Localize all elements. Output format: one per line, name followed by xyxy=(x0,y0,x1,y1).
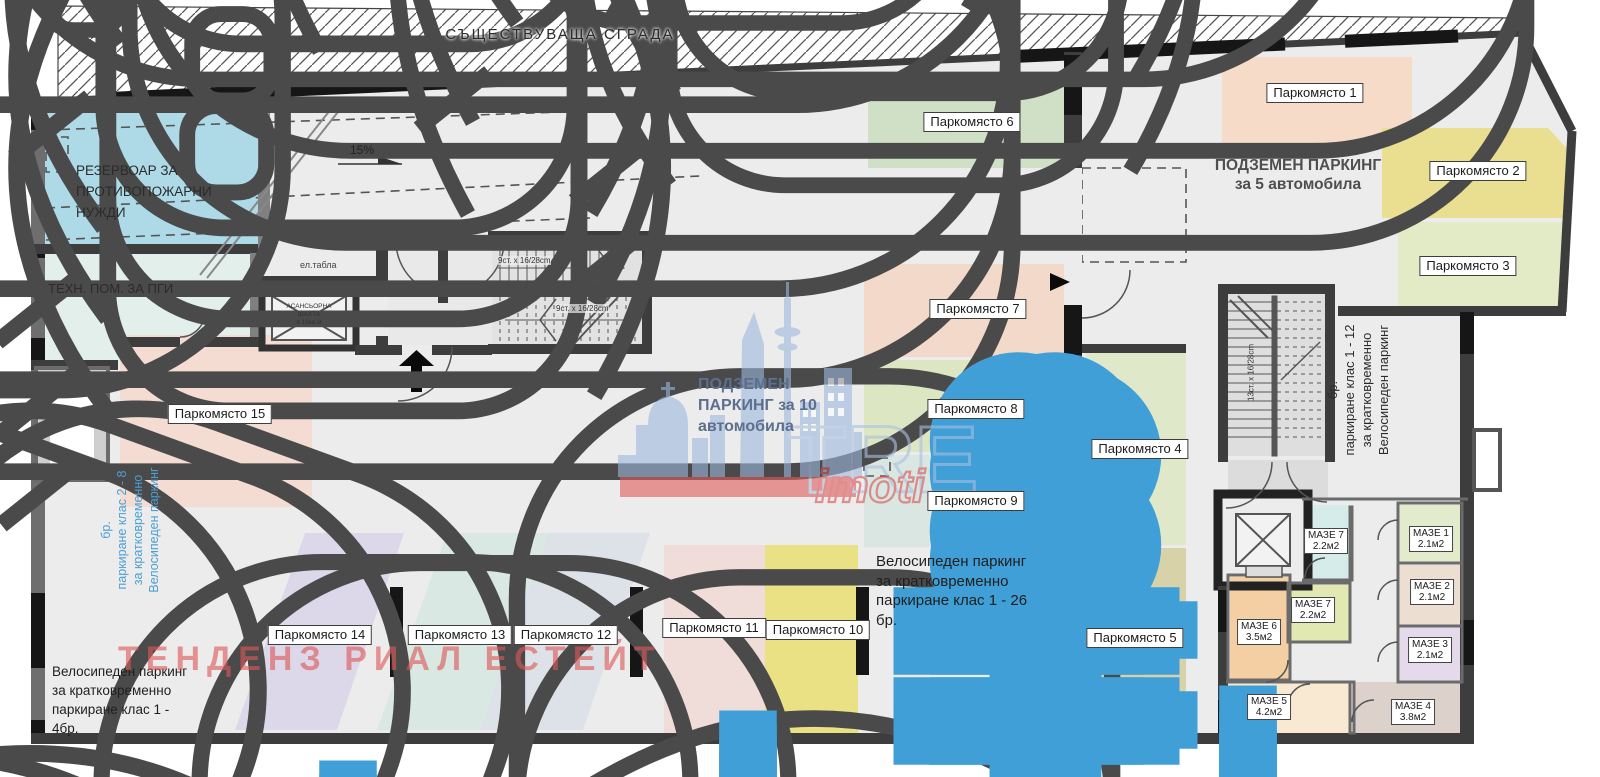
logo-imoti-text: imoti xyxy=(815,460,926,512)
storage-label-m7a: МАЗЕ 7 2.2м2 xyxy=(1304,528,1348,554)
bike-note-bottom-left: Велосипеден паркинг за кратковременно па… xyxy=(52,662,187,738)
m5-name: МАЗЕ 5 xyxy=(1251,696,1287,707)
m2-area: 2.1м2 xyxy=(1418,592,1446,603)
spot-label-3: Паркомясто 3 xyxy=(1419,256,1517,276)
m5-area: 4.2м2 xyxy=(1255,707,1283,718)
elevator-line2: ШАХТА xyxy=(297,311,321,318)
storage-label-m6: МАЗЕ 6 3.5м2 xyxy=(1237,619,1281,645)
bike-lv-line1: Велосипеден паркинг xyxy=(147,467,161,593)
reservoir-room-label: РЕЗЕРВОАР ЗА ПРОТИВОПОЖАРНИ НУЖДИ xyxy=(76,160,212,223)
bike-note-right-vertical: бр. паркиране клас 1 - 12 за кратковреме… xyxy=(1324,270,1392,510)
reservoir-line3: НУЖДИ xyxy=(76,205,126,220)
reservoir-line1: РЕЗЕРВОАР ЗА xyxy=(76,163,178,178)
bike-center-line2: за кратковременно xyxy=(876,572,1009,590)
bike-center-line3: паркиране клас 1 - 26 xyxy=(876,592,1028,609)
spot-label-13: Паркомясто 13 xyxy=(407,625,513,645)
bike-rv-line3: паркиране клас 1 - 12 xyxy=(1342,324,1357,456)
spot-label-6: Паркомясто 6 xyxy=(923,112,1021,132)
elevator-line3: 4.16кв.м xyxy=(296,319,322,326)
storage-label-m1: МАЗЕ 1 2.1м2 xyxy=(1409,526,1453,552)
spot-label-15: Паркомясто 15 xyxy=(167,404,273,424)
garage5-line2: за 5 автомобила xyxy=(1234,176,1362,193)
storage-label-m5: МАЗЕ 5 4.2м2 xyxy=(1247,694,1291,720)
m1-area: 2.1м2 xyxy=(1417,539,1445,550)
m7b-area: 2.2м2 xyxy=(1299,610,1327,621)
ramp-slope-label: 15% xyxy=(350,143,375,157)
spot-label-1: Паркомясто 1 xyxy=(1266,83,1364,103)
storage-label-m7b: МАЗЕ 7 2.2м2 xyxy=(1291,597,1335,623)
spot-label-14: Паркомясто 14 xyxy=(267,625,373,645)
bike-note-center: Велосипеден паркинг за кратковременно па… xyxy=(876,552,1027,630)
bike-rv-line1: Велосипеден паркинг xyxy=(1376,324,1391,456)
existing-building-title: СЪЩЕСТВУВАЩА СГРАДА xyxy=(445,26,675,43)
garage10-title: ПОДЗЕМЕН ПАРКИНГ за 10 автомобила xyxy=(698,374,817,437)
bike-note-left-vertical: бр. паркиране клас 2 - 8 за кратковремен… xyxy=(97,430,163,630)
right-staircase xyxy=(1228,295,1325,457)
m3-name: МАЗЕ 3 xyxy=(1412,639,1448,650)
spot-label-4: Паркомясто 4 xyxy=(1091,439,1189,459)
bike-bl-line2: за кратковременно xyxy=(52,683,172,698)
bike-lv-line4: бр. xyxy=(99,521,113,539)
stairs-left-lower-label: 9ст. х 16/28cm xyxy=(556,304,609,313)
spot-label-12: Паркомясто 12 xyxy=(513,625,619,645)
m6-name: МАЗЕ 6 xyxy=(1241,621,1277,632)
spot-label-2: Паркомясто 2 xyxy=(1429,161,1527,181)
bike-rv-line4: бр. xyxy=(1325,380,1340,400)
bike-lv-line2: за кратковременно xyxy=(131,474,145,586)
bike-bl-line4: 4бр. xyxy=(52,721,79,736)
m7a-name: МАЗЕ 7 xyxy=(1308,530,1344,541)
m6-area: 3.5м2 xyxy=(1245,632,1273,643)
elevator-line1: АСАНСЬОРНА xyxy=(286,303,332,310)
garage10-line3: автомобила xyxy=(698,418,794,435)
spot-label-8: Паркомясто 8 xyxy=(927,399,1025,419)
reservoir-line2: ПРОТИВОПОЖАРНИ xyxy=(76,184,212,199)
bike-bl-line1: Велосипеден паркинг xyxy=(52,664,188,679)
agency-watermark: ТЕНДЕНЗ РИАЛ ЕСТЕЙТ xyxy=(118,640,662,678)
bike-rv-line2: за кратковременно xyxy=(1359,332,1374,448)
electrical-panel-label: ел.табла xyxy=(300,260,337,270)
tech-room-label: ТЕХН. ПОМ. ЗА ПГИ xyxy=(48,281,174,296)
garage5-line1: ПОДЗЕМЕН ПАРКИНГ xyxy=(1214,157,1382,174)
m4-area: 3.8м2 xyxy=(1399,712,1427,723)
elevator-shaft-label: АСАНСЬОРНА ШАХТА 4.16кв.м xyxy=(272,303,346,327)
storage-label-m2: МАЗЕ 2 2.1м2 xyxy=(1410,579,1454,605)
garage10-line2: ПАРКИНГ за 10 xyxy=(698,397,817,414)
storage-label-m4: МАЗЕ 4 3.8м2 xyxy=(1391,699,1435,725)
bike-bl-line3: паркиране клас 1 - xyxy=(52,702,170,717)
m1-name: МАЗЕ 1 xyxy=(1413,528,1449,539)
stairs-right-label: 13ст. х 16/28cm xyxy=(1246,343,1256,402)
spot-label-11: Паркомясто 11 xyxy=(662,618,766,638)
m4-name: МАЗЕ 4 xyxy=(1395,701,1431,712)
m7a-area: 2.2м2 xyxy=(1312,541,1340,552)
stairs-left-upper-label: 9ст. х 16/28cm xyxy=(498,256,551,265)
m3-area: 2.1м2 xyxy=(1416,650,1444,661)
garage10-line1: ПОДЗЕМЕН xyxy=(698,376,790,393)
spot-label-5: Паркомясто 5 xyxy=(1086,628,1184,648)
spot-label-9: Паркомясто 9 xyxy=(927,491,1025,511)
storage-label-m3: МАЗЕ 3 2.1м2 xyxy=(1408,637,1452,663)
bike-center-line1: Велосипеден паркинг xyxy=(876,553,1027,570)
m7b-name: МАЗЕ 7 xyxy=(1295,599,1331,610)
spot-label-7: Паркомясто 7 xyxy=(929,299,1027,319)
bike-center-line4: бр. xyxy=(876,611,898,629)
bike-lv-line3: паркиране клас 2 - 8 xyxy=(115,470,129,590)
garage5-title: ПОДЗЕМЕН ПАРКИНГ за 5 автомобила xyxy=(1208,156,1388,194)
spot-label-10: Паркомясто 10 xyxy=(765,620,871,640)
m2-name: МАЗЕ 2 xyxy=(1414,581,1450,592)
